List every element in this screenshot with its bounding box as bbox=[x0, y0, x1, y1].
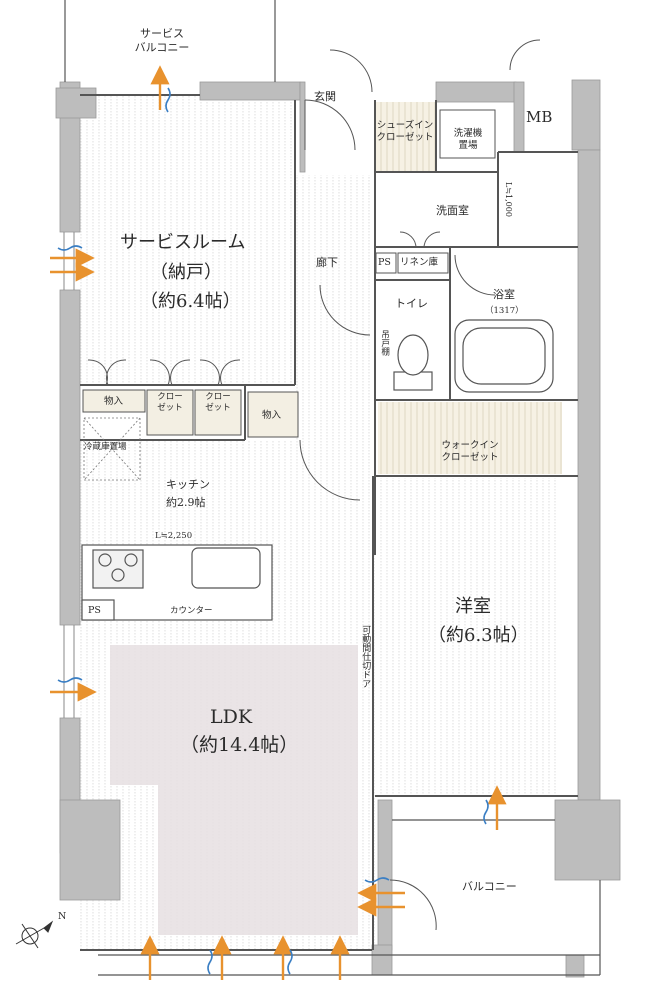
structural-walls bbox=[55, 79, 621, 978]
walkin-closet-label: ウォークイン クローゼット bbox=[441, 440, 499, 463]
kitchen-size-label: 約2.9帖 bbox=[166, 496, 206, 509]
service-balcony-label: サービス バルコニー bbox=[134, 27, 190, 54]
compass-north-label: N bbox=[58, 911, 67, 922]
service-room-floor bbox=[80, 95, 295, 385]
ldk-tint-lower bbox=[158, 785, 358, 935]
bathroom-label: 浴室 bbox=[493, 288, 515, 301]
ps-label: PS bbox=[378, 257, 391, 268]
kitchen-label: キッチン bbox=[166, 478, 210, 491]
corridor-floor bbox=[295, 175, 375, 440]
toilet-fixture bbox=[393, 334, 433, 391]
washroom-width-label: L≒1,000 bbox=[504, 182, 513, 217]
toilet-shelf-label: 吊戸棚 bbox=[379, 330, 390, 356]
fridge-place bbox=[83, 417, 141, 481]
bathtub bbox=[454, 319, 554, 393]
kitchen-counter bbox=[81, 544, 273, 621]
ps2-label: PS bbox=[88, 605, 101, 616]
compass-icon bbox=[15, 920, 54, 949]
service-room-size: （約6.4帖） bbox=[140, 291, 241, 312]
corridor-label: 廊下 bbox=[316, 256, 338, 269]
closet-label-1: クロー ゼット bbox=[157, 392, 183, 413]
linen-label: リネン庫 bbox=[400, 257, 439, 268]
western-room-size: （約6.3帖） bbox=[428, 625, 529, 646]
service-room-sub: （納戸） bbox=[150, 262, 222, 283]
counter-label: カウンター bbox=[170, 606, 213, 616]
storage-fixtures bbox=[82, 109, 496, 438]
entrance-label: 玄関 bbox=[314, 90, 336, 103]
fridge-label: 冷蔵庫置場 bbox=[84, 442, 127, 452]
shoes-closet-label: シューズイン クローゼット bbox=[376, 120, 434, 143]
bathroom-size-label: （1317） bbox=[485, 306, 524, 316]
western-room-floor bbox=[378, 478, 560, 796]
walkin-closet-floor bbox=[378, 402, 562, 474]
airflow-marks bbox=[57, 87, 489, 975]
washer-place-label: 洗濯機 置場 bbox=[453, 128, 483, 151]
counter-length-label: L≒2,250 bbox=[155, 531, 193, 541]
service-room-name: サービスルーム bbox=[120, 232, 246, 253]
toilet-label: トイレ bbox=[395, 297, 428, 310]
closet-label-2: クロー ゼット bbox=[205, 392, 231, 413]
ldk-size-label: （約14.4帖） bbox=[180, 734, 299, 756]
mb-label: MB bbox=[526, 108, 553, 126]
ventilation-arrows bbox=[50, 65, 507, 980]
balcony-label: バルコニー bbox=[462, 880, 517, 893]
windows bbox=[63, 232, 75, 718]
partition-door-label: 可動間仕切ドア bbox=[360, 625, 371, 688]
western-room-label: 洋室 bbox=[455, 596, 491, 617]
outer-lines bbox=[64, 0, 601, 976]
ldk-tint-upper bbox=[110, 645, 358, 785]
storage-label-left: 物入 bbox=[104, 396, 124, 407]
door-swings bbox=[87, 39, 541, 931]
shoes-closet-floor bbox=[376, 102, 436, 172]
washroom-label: 洗面室 bbox=[436, 204, 469, 217]
ldk-label: LDK bbox=[210, 706, 253, 728]
storage-label-right: 物入 bbox=[262, 410, 282, 421]
